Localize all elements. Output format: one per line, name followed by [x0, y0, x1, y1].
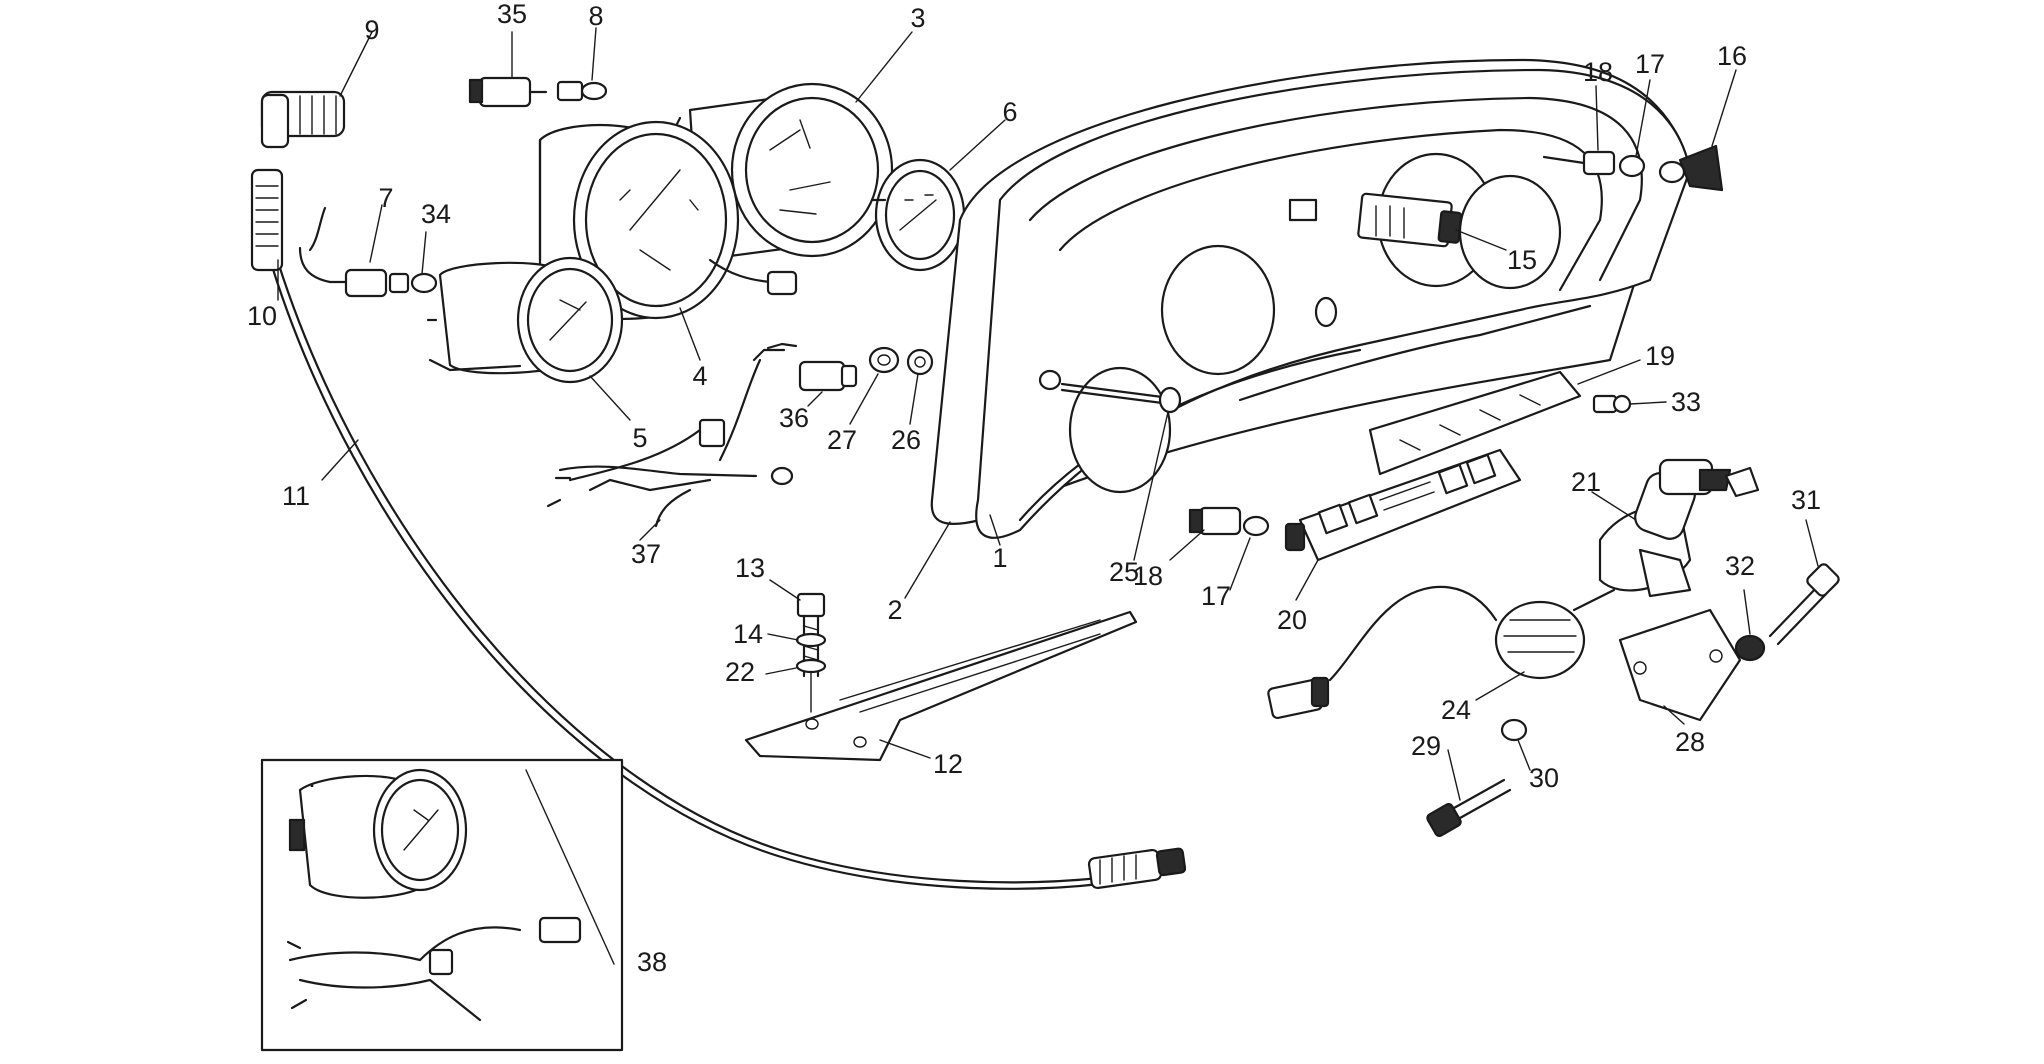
wiring-harness-37	[546, 342, 798, 528]
callout-9: 9	[364, 15, 379, 45]
bulb-holder-35	[468, 76, 548, 108]
callout-38: 38	[637, 947, 667, 977]
indicator-block-20	[1284, 448, 1522, 562]
callout-10: 10	[247, 301, 277, 331]
callout-6: 6	[1002, 97, 1017, 127]
callout-36: 36	[779, 403, 809, 433]
callout-1: 1	[992, 543, 1007, 573]
bulb-8	[556, 80, 608, 102]
bulb-holder-18-top	[1542, 150, 1616, 176]
bulb-17-top	[1618, 154, 1646, 178]
callout-5: 5	[632, 423, 647, 453]
mounting-plate-28	[1618, 608, 1742, 722]
callout-31: 31	[1791, 485, 1821, 515]
callout-20: 20	[1277, 605, 1307, 635]
speedometer-gauge	[538, 120, 798, 320]
washer-26	[906, 348, 934, 376]
callout-30: 30	[1529, 763, 1559, 793]
ignition-connector-24	[1267, 585, 1616, 720]
mounting-bracket-12	[744, 610, 1138, 762]
callout-18-lower: 18	[1133, 561, 1163, 591]
nut-27	[868, 346, 900, 374]
screw-33	[1592, 394, 1632, 414]
callout-7: 7	[378, 183, 393, 213]
callout-27: 27	[827, 425, 857, 455]
callout-28: 28	[1675, 727, 1705, 757]
callout-8: 8	[588, 1, 603, 31]
screw-25	[1038, 369, 1182, 414]
callout-18: 18	[1583, 57, 1613, 87]
screw-31	[1768, 563, 1840, 646]
washer-30	[1500, 718, 1528, 742]
small-gauge-5	[426, 256, 624, 384]
washer-14	[795, 632, 827, 648]
callout-21: 21	[1571, 467, 1601, 497]
indicator-cap-16	[1658, 144, 1724, 192]
callout-17-lower: 17	[1201, 581, 1231, 611]
callout-34: 34	[421, 199, 451, 229]
speedometer-cable	[250, 90, 1187, 890]
warning-light-glass-19	[1368, 370, 1582, 476]
bulb-34	[410, 272, 438, 294]
callout-14: 14	[733, 619, 763, 649]
inset-box-38	[260, 758, 624, 1052]
small-gauge-6	[871, 158, 966, 272]
callout-32: 32	[1725, 551, 1755, 581]
callout-29: 29	[1411, 731, 1441, 761]
bulb-holder-7	[298, 206, 410, 298]
callout-25: 25	[1109, 557, 1139, 587]
callout-4: 4	[692, 361, 707, 391]
hazard-switch-15	[1288, 192, 1463, 248]
bulb-holder-36	[798, 360, 858, 392]
callout-12: 12	[933, 749, 963, 779]
callout-37: 37	[631, 539, 661, 569]
screw-29	[1426, 778, 1512, 838]
callout-labels: 1 2 3 4 5 6 7 8 9 10 11 12 13 14 15 16 1…	[247, 0, 1821, 977]
washer-22	[795, 658, 827, 713]
callout-13: 13	[735, 553, 765, 583]
callout-19: 19	[1645, 341, 1675, 371]
callout-24: 24	[1441, 695, 1471, 725]
callout-3: 3	[910, 3, 925, 33]
bulb-17-lower	[1242, 515, 1270, 537]
callout-35: 35	[497, 0, 527, 29]
callout-11: 11	[282, 481, 310, 511]
leader-lines	[277, 27, 1819, 965]
washer-32	[1734, 634, 1766, 662]
ignition-switch-21	[1598, 458, 1760, 598]
callout-22: 22	[725, 657, 755, 687]
callout-17: 17	[1635, 49, 1665, 79]
callout-2: 2	[887, 595, 902, 625]
callout-15: 15	[1507, 245, 1537, 275]
inset-marker: .	[308, 763, 316, 793]
callout-16: 16	[1717, 41, 1747, 71]
bulb-holder-18-lower	[1188, 506, 1242, 536]
callout-26: 26	[891, 425, 921, 455]
callout-33: 33	[1671, 387, 1701, 417]
